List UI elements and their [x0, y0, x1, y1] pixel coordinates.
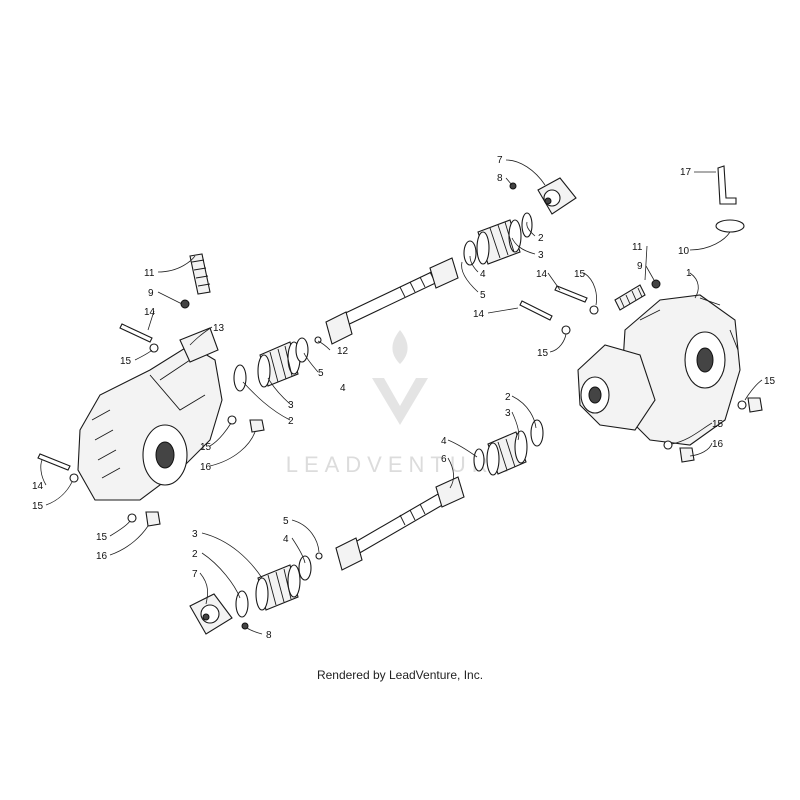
callout-15-right-side: 15 — [764, 376, 776, 387]
callout-10: 10 — [678, 246, 690, 257]
callout-15-left-bottom: 15 — [96, 532, 108, 543]
callout-15-right-lower: 15 — [537, 348, 549, 359]
callout-15-right-upper: 15 — [574, 269, 586, 280]
callout-5-lower-left: 5 — [283, 516, 289, 527]
lower-right-clip-2 — [530, 419, 544, 447]
callout-14-left-lower: 14 — [32, 481, 44, 492]
vent-spring-11-right — [614, 284, 646, 311]
callout-11-left: 11 — [144, 268, 155, 279]
callout-2-lower-right: 2 — [505, 392, 511, 403]
callout-5-upper-right: 5 — [480, 290, 486, 301]
nut-16-right-bottom — [679, 447, 695, 463]
callout-9-right: 9 — [637, 261, 643, 272]
fitting-9-right — [651, 279, 661, 289]
callout-3-lower-left: 3 — [192, 529, 198, 540]
callout-8-upper: 8 — [497, 173, 503, 184]
callout-9-left: 9 — [148, 288, 154, 299]
callout-15-right-bottom: 15 — [712, 419, 724, 430]
callout-12: 12 — [337, 346, 349, 357]
pinion-housing — [577, 344, 656, 431]
callout-14-right-upper: 14 — [536, 269, 548, 280]
washer-15-right-lower — [561, 325, 571, 335]
callout-3-upper-right: 3 — [538, 250, 544, 261]
lower-drive-shaft — [335, 476, 465, 571]
lower-flange-7 — [189, 593, 233, 635]
callout-17: 17 — [680, 167, 692, 178]
callout-5-upper-left: 5 — [318, 368, 324, 379]
lower-left-clip-2 — [235, 590, 249, 618]
callout-13: 13 — [213, 323, 225, 334]
callout-15-left-mid: 15 — [200, 442, 212, 453]
bolt-8-lower — [241, 622, 249, 630]
callout-15-left-lower: 15 — [32, 501, 44, 512]
callout-3-upper-left: 3 — [288, 400, 294, 411]
leader-lines — [40, 159, 763, 635]
callout-16-right-bottom: 16 — [712, 439, 724, 450]
nut-16-left-bottom — [145, 511, 161, 527]
washer-15-right-bottom — [663, 440, 673, 450]
callout-14-left-upper: 14 — [144, 307, 156, 318]
washer-15-left-bottom — [127, 513, 137, 523]
callout-6: 6 — [441, 454, 447, 465]
washer-15-left-lower — [69, 473, 79, 483]
render-credit: Rendered by LeadVenture, Inc. — [316, 668, 484, 682]
leadventure-watermark: LEADVENTURE — [286, 330, 515, 477]
callout-2-lower-left: 2 — [192, 549, 198, 560]
callout-4-upper-right: 4 — [480, 269, 486, 280]
nut-16-left-mid — [249, 419, 265, 433]
callout-16-left-bottom: 16 — [96, 551, 108, 562]
upper-left-ring-4 — [295, 337, 309, 363]
washer-15-right-side — [737, 400, 747, 410]
callout-11-right: 11 — [632, 242, 643, 253]
lower-right-cv-boot — [486, 430, 528, 476]
bolt-14-right-upper — [554, 285, 588, 303]
upper-left-cv-boot — [257, 341, 301, 388]
upper-right-cv-boot — [476, 219, 522, 265]
callout-3-lower-right: 3 — [505, 408, 511, 419]
callout-4-lower-right: 4 — [441, 436, 447, 447]
snap-ring-10 — [715, 219, 745, 233]
washer-15-right-upper — [589, 305, 599, 315]
bolt-14-right-lower — [519, 300, 553, 321]
lower-left-clip-5 — [315, 552, 323, 560]
watermark-text: LEADVENTURE — [286, 452, 515, 477]
lower-left-ring-4 — [298, 555, 312, 581]
callout-8-lower: 8 — [266, 630, 272, 641]
callout-4-lower-left: 4 — [283, 534, 289, 545]
vent-spring-11-left — [189, 253, 211, 295]
right-gear-housing — [619, 294, 741, 446]
callout-1: 1 — [686, 268, 692, 279]
callout-7-lower: 7 — [192, 569, 198, 580]
nut-16-right-side — [747, 397, 763, 413]
callout-4-upper-left: 4 — [340, 383, 346, 394]
left-gear-housing — [77, 327, 223, 501]
callout-2-upper-right: 2 — [538, 233, 544, 244]
bolt-14-left-upper — [119, 323, 153, 343]
lower-right-ring-4 — [473, 448, 485, 472]
bolt-14-left-lower — [37, 453, 71, 471]
fitting-9-left — [180, 299, 190, 309]
callout-2-upper-left: 2 — [288, 416, 294, 427]
callout-16-left-mid: 16 — [200, 462, 212, 473]
washer-15-left-mid — [227, 415, 237, 425]
lower-left-cv-boot — [255, 564, 301, 611]
upper-right-ring-4 — [463, 240, 477, 266]
upper-flange-7 — [537, 177, 577, 215]
upper-drive-shaft — [325, 257, 459, 345]
callout-labels: 7 8 2 3 4 5 17 10 11 9 1 14 15 14 15 15 … — [32, 155, 776, 641]
callout-14-right-lower: 14 — [473, 309, 485, 320]
upper-left-clip-2 — [233, 364, 247, 392]
callout-15-left-upper: 15 — [120, 356, 132, 367]
clip-17 — [717, 165, 737, 205]
callout-7-upper: 7 — [497, 155, 503, 166]
